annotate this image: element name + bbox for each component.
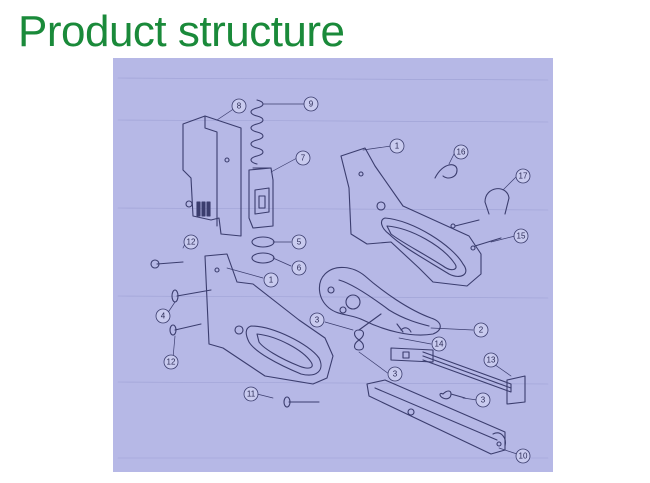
callout-5: 5: [291, 234, 307, 250]
callout-6: 6: [291, 260, 307, 276]
exploded-diagram: 8 9 7 1 16 17 15 12 5 6 1 4 3 2 14 12 13…: [113, 58, 553, 472]
callout-12a: 12: [183, 234, 199, 250]
callout-8: 8: [231, 98, 247, 114]
part-plunger: [248, 167, 274, 229]
diagram-drawing: 8 9 7 1 16 17 15 12 5 6 1 4 3 2 14 12 13…: [117, 77, 549, 464]
callout-label: 15: [517, 232, 526, 241]
part-spring: [250, 99, 272, 169]
callout-17: 17: [515, 168, 531, 184]
callout-11: 11: [243, 386, 259, 402]
callout-label: 13: [487, 356, 496, 365]
callout-label: 8: [237, 102, 242, 111]
callout-label: 16: [457, 148, 466, 157]
callout-label: 4: [161, 312, 166, 321]
callout-label: 9: [309, 100, 314, 109]
callout-3a: 3: [309, 312, 325, 328]
callout-4: 4: [155, 308, 171, 324]
callout-10: 10: [515, 448, 531, 464]
callout-13: 13: [483, 352, 499, 368]
callout-9: 9: [303, 96, 319, 112]
callout-label: 14: [435, 340, 444, 349]
part-housing-right: [340, 147, 482, 287]
callout-label: 10: [519, 452, 528, 461]
callout-label: 2: [479, 326, 484, 335]
callout-3b: 3: [387, 366, 403, 382]
part-pusher-rail: [390, 347, 526, 405]
callout-15: 15: [513, 228, 529, 244]
callout-label: 1: [395, 142, 400, 151]
callout-2: 2: [473, 322, 489, 338]
callout-label: 6: [297, 264, 302, 273]
callout-14: 14: [431, 336, 447, 352]
callout-16: 16: [453, 144, 469, 160]
callouts: 8 9 7 1 16 17 15 12 5 6 1 4 3 2 14 12 13…: [155, 96, 531, 464]
callout-label: 3: [315, 316, 320, 325]
callout-7: 7: [295, 150, 311, 166]
callout-12b: 12: [163, 354, 179, 370]
callout-label: 12: [187, 238, 196, 247]
part-back-plate: [182, 115, 242, 237]
callout-label: 3: [393, 370, 398, 379]
callout-3c: 3: [475, 392, 491, 408]
page-title: Product structure: [18, 7, 345, 56]
callout-label: 7: [301, 154, 306, 163]
callout-label: 3: [481, 396, 486, 405]
callout-1b: 1: [263, 272, 279, 288]
part-screws: [150, 219, 502, 408]
callout-label: 5: [297, 238, 302, 247]
callout-label: 11: [247, 390, 256, 399]
callout-label: 1: [269, 276, 274, 285]
callout-label: 17: [519, 172, 528, 181]
part-magazine: [366, 379, 506, 455]
callout-label: 12: [167, 358, 176, 367]
part-housing-left: [204, 253, 334, 385]
callout-1a: 1: [389, 138, 405, 154]
part-handle-lever: [318, 266, 441, 336]
